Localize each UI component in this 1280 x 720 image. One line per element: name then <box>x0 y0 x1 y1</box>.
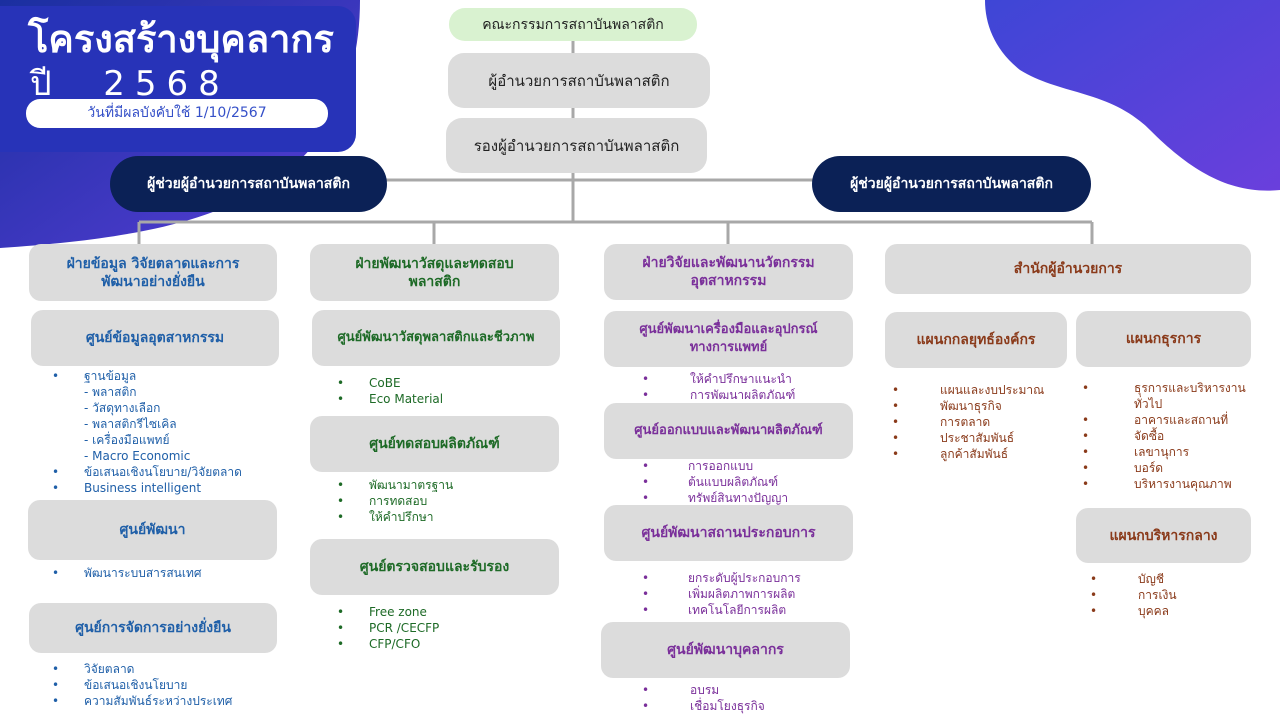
center-plastic-bio-materials-list: CoBE Eco Material <box>335 375 443 407</box>
list-item: บัญชี <box>1088 571 1177 587</box>
list-item: เทคโนโลยีการผลิต <box>640 602 801 618</box>
list-item: - พลาสติก <box>84 385 137 399</box>
list-item: ความสัมพันธ์ระหว่างประเทศ <box>50 693 232 709</box>
dept-data-research-head: ฝ่ายข้อมูล วิจัยตลาดและการพัฒนาอย่างยั่ง… <box>29 244 277 301</box>
list-item: อาคารและสถานที่ <box>1080 412 1246 428</box>
center-personnel-development-list: อบรม เชื่อมโยงธุรกิจ <box>640 682 765 714</box>
list-item: ลูกค้าสัมพันธ์ <box>890 446 1044 462</box>
list-item: - เครื่องมือแพทย์ <box>84 433 170 447</box>
section-central-management-list: บัญชี การเงิน บุคคล <box>1088 571 1177 619</box>
section-administration: แผนกธุรการ <box>1076 311 1251 367</box>
list-item: แผนและงบประมาณ <box>890 382 1044 398</box>
list-item: เพิ่มผลิตภาพการผลิต <box>640 586 801 602</box>
right-blob <box>985 0 1280 191</box>
list-item: เลขานุการ <box>1080 444 1246 460</box>
center-enterprise-development: ศูนย์พัฒนาสถานประกอบการ <box>604 505 853 561</box>
center-sustainability-list: วิจัยตลาด ข้อเสนอเชิงนโยบาย ความสัมพันธ์… <box>50 661 232 709</box>
list-item: การเงิน <box>1088 587 1177 603</box>
list-item: ต้นแบบผลิตภัณฑ์ <box>640 474 788 490</box>
list-item: การพัฒนาผลิตภัณฑ์ <box>640 387 795 403</box>
list-item: Free zone <box>335 604 439 620</box>
list-item: ข้อเสนอเชิงนโยบาย <box>50 677 232 693</box>
section-corporate-strategy-list: แผนและงบประมาณ พัฒนาธุรกิจ การตลาด ประชา… <box>890 382 1044 462</box>
list-item: ประชาสัมพันธ์ <box>890 430 1044 446</box>
list-item: การทดสอบ <box>335 493 453 509</box>
list-item: ให้คำปรึกษาแนะนำ <box>640 371 795 387</box>
section-central-management: แผนกบริหารกลาง <box>1076 508 1251 563</box>
dept-innovation-head: ฝ่ายวิจัยและพัฒนานวัตกรรมอุตสาหกรรม <box>604 244 853 300</box>
list-item: เชื่อมโยงธุรกิจ <box>640 698 765 714</box>
center-product-design: ศูนย์ออกแบบและพัฒนาผลิตภัณฑ์ <box>604 403 853 459</box>
center-medical-devices-list: ให้คำปรึกษาแนะนำ การพัฒนาผลิตภัณฑ์ <box>640 371 795 403</box>
year-label: ปี 2568 <box>30 64 230 104</box>
assistant-director-left: ผู้ช่วยผู้อำนวยการสถาบันพลาสติก <box>110 156 387 212</box>
center-inspection-certification-list: Free zone PCR /CECFP CFP/CFO <box>335 604 439 652</box>
center-plastic-bio-materials: ศูนย์พัฒนาวัสดุพลาสติกและชีวภาพ <box>312 310 560 366</box>
section-administration-list: ธุรการและบริหารงาน ทั่วไป อาคารและสถานที… <box>1080 380 1246 492</box>
list-item: บริหารงานคุณภาพ <box>1080 476 1246 492</box>
center-medical-devices: ศูนย์พัฒนาเครื่องมือและอุปกรณ์ทางการแพทย… <box>604 311 853 367</box>
list-item: การออกแบบ <box>640 458 788 474</box>
center-sustainability: ศูนย์การจัดการอย่างยั่งยืน <box>29 603 277 653</box>
dept-materials-testing-head: ฝ่ายพัฒนาวัสดุและทดสอบพลาสติก <box>310 244 559 301</box>
list-item: พัฒนามาตรฐาน <box>335 477 453 493</box>
list-item: ฐานข้อมูล <box>50 368 242 384</box>
center-industry-data-list: ฐานข้อมูล - พลาสติก - วัสดุทางเลือก - พล… <box>50 368 242 496</box>
effective-date: วันที่มีผลบังคับใช้ 1/10/2567 <box>87 105 267 121</box>
list-item: ยกระดับผู้ประกอบการ <box>640 570 801 586</box>
list-item: อบรม <box>640 682 765 698</box>
center-product-design-list: การออกแบบ ต้นแบบผลิตภัณฑ์ ทรัพย์สินทางปั… <box>640 458 788 506</box>
list-item: CFP/CFO <box>335 636 439 652</box>
list-item: การตลาด <box>890 414 1044 430</box>
center-development: ศูนย์พัฒนา <box>28 500 277 560</box>
list-item: ทรัพย์สินทางปัญญา <box>640 490 788 506</box>
office-of-director-head: สำนักผู้อำนวยการ <box>885 244 1251 294</box>
list-item: PCR /CECFP <box>335 620 439 636</box>
list-item: จัดซื้อ <box>1080 428 1246 444</box>
center-personnel-development: ศูนย์พัฒนาบุคลากร <box>601 622 850 678</box>
list-item: ทั่วไป <box>1134 397 1163 411</box>
committee-box: คณะกรรมการสถาบันพลาสติก <box>449 8 697 41</box>
list-item: ธุรการและบริหารงาน <box>1080 380 1246 396</box>
list-item: - วัสดุทางเลือก <box>84 401 161 415</box>
list-item: Business intelligent <box>50 480 242 496</box>
list-item: ให้คำปรึกษา <box>335 509 453 525</box>
assistant-director-right: ผู้ช่วยผู้อำนวยการสถาบันพลาสติก <box>812 156 1091 212</box>
center-development-list: พัฒนาระบบสารสนเทศ <box>50 565 201 581</box>
list-item: พัฒนาระบบสารสนเทศ <box>50 565 201 581</box>
list-item: - พลาสติกรีไซเคิล <box>84 417 177 431</box>
list-item: Eco Material <box>335 391 443 407</box>
list-item: บุคคล <box>1088 603 1177 619</box>
list-item: พัฒนาธุรกิจ <box>890 398 1044 414</box>
center-inspection-certification: ศูนย์ตรวจสอบและรับรอง <box>310 539 559 595</box>
list-item: บอร์ด <box>1080 460 1246 476</box>
deputy-box: รองผู้อำนวยการสถาบันพลาสติก <box>446 118 707 173</box>
list-item: วิจัยตลาด <box>50 661 232 677</box>
center-industry-data: ศูนย์ข้อมูลอุตสาหกรรม <box>31 310 279 366</box>
center-enterprise-development-list: ยกระดับผู้ประกอบการ เพิ่มผลิตภาพการผลิต … <box>640 570 801 618</box>
list-item: - Macro Economic <box>84 449 191 463</box>
list-item: CoBE <box>335 375 443 391</box>
page-title: โครงสร้างบุคลากร <box>28 17 334 61</box>
center-product-testing-list: พัฒนามาตรฐาน การทดสอบ ให้คำปรึกษา <box>335 477 453 525</box>
director-box: ผู้อำนวยการสถาบันพลาสติก <box>448 53 710 108</box>
section-corporate-strategy: แผนกกลยุทธ์องค์กร <box>885 312 1067 368</box>
center-product-testing: ศูนย์ทดสอบผลิตภัณฑ์ <box>310 416 559 472</box>
list-item: ข้อเสนอเชิงนโยบาย/วิจัยตลาด <box>50 464 242 480</box>
